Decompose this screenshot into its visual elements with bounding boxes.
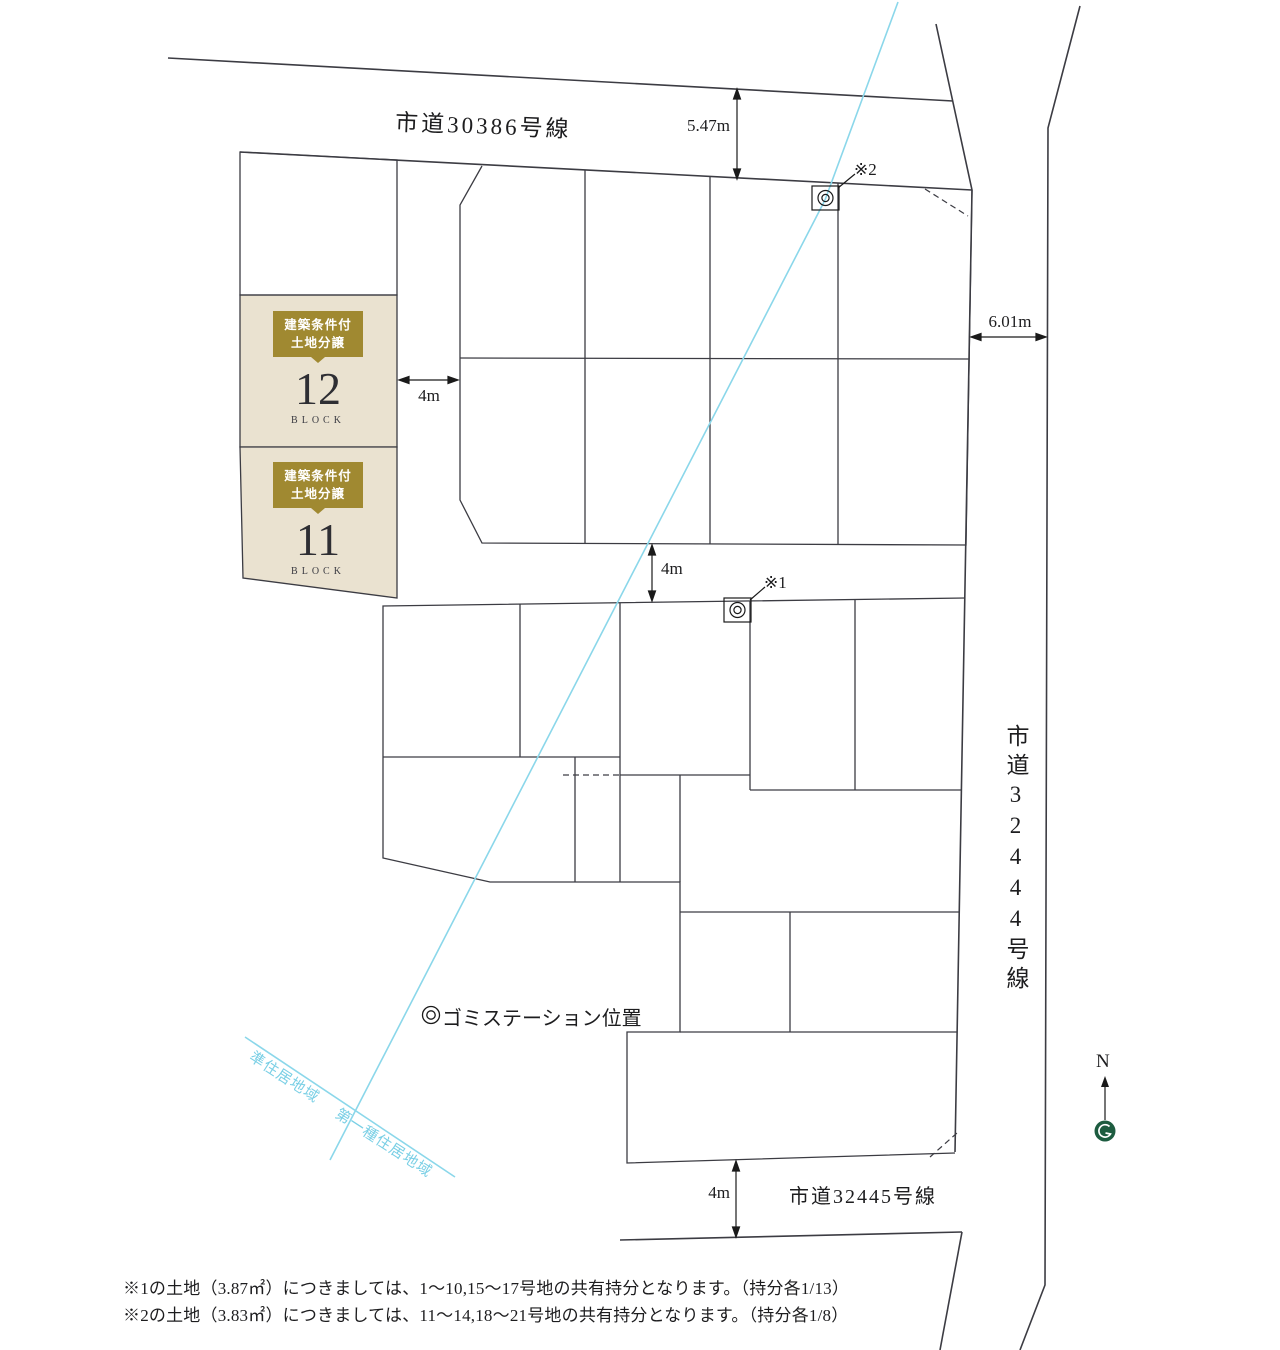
dimensions bbox=[397, 87, 1048, 1239]
zoning-boundary bbox=[244, 1, 899, 1178]
arrowhead bbox=[732, 87, 742, 100]
parcel-line bbox=[382, 597, 966, 1164]
block-12: 建築条件付 土地分譲 12 BLOCK bbox=[252, 311, 384, 426]
block-11-number: 11 bbox=[295, 514, 341, 566]
road-right-left-edge-bottom bbox=[939, 1231, 963, 1350]
station-1-leader bbox=[749, 586, 766, 601]
road-right-left-edge bbox=[935, 23, 973, 1153]
arrowhead bbox=[731, 1226, 741, 1239]
block-11: 建築条件付 土地分譲 11 BLOCK bbox=[252, 462, 384, 577]
block-12-badge-pointer bbox=[311, 357, 325, 364]
road-right-right-edge bbox=[1019, 5, 1081, 1350]
station-2-box bbox=[811, 185, 840, 211]
block-11-badge-line1: 建築条件付 bbox=[284, 469, 352, 483]
arrowhead bbox=[397, 375, 410, 385]
block-12-badge-line2: 土地分譲 bbox=[290, 336, 345, 351]
footnote-1: ※1の土地（3.87㎡）につきましては、1～10,15～17号地の共有持分となり… bbox=[123, 1279, 850, 1298]
arrowhead bbox=[647, 590, 657, 603]
road-label-top: 市道30386号線 bbox=[394, 109, 573, 143]
dimension-west-road-width: 4m bbox=[418, 386, 440, 405]
block-12-badge: 建築条件付 土地分譲 bbox=[273, 311, 363, 358]
dashed-lines bbox=[563, 188, 969, 1158]
dimension-top-road-width: 5.47m bbox=[687, 116, 730, 135]
station-2-leader bbox=[837, 173, 856, 189]
station-2-inner-circle bbox=[821, 193, 830, 203]
block-12-unit-label: BLOCK bbox=[291, 414, 345, 426]
block-11-unit-label: BLOCK bbox=[291, 565, 345, 577]
compass bbox=[1094, 1076, 1116, 1142]
garbage-station-legend-label: ゴミステーション位置 bbox=[442, 1008, 642, 1030]
parcel-line bbox=[459, 357, 970, 360]
dashed-chamfer-bottom-right bbox=[929, 1132, 958, 1158]
road-top-upper-edge bbox=[167, 57, 954, 102]
block-11-badge: 建築条件付 土地分譲 bbox=[273, 462, 363, 509]
compass-glyph bbox=[1098, 1123, 1112, 1138]
parcel-line bbox=[239, 151, 398, 296]
arrowhead bbox=[1035, 332, 1048, 342]
road-top-lower-edge bbox=[239, 151, 973, 191]
garbage-station-legend: ゴミステーション位置 bbox=[420, 1002, 642, 1031]
station-1-label: ※1 bbox=[764, 573, 787, 592]
roads bbox=[167, 5, 1081, 1350]
station-markers bbox=[723, 173, 856, 623]
footnote-2: ※2の土地（3.83㎡）につきましては、11～14,18～21号地の共有持分とな… bbox=[123, 1306, 849, 1325]
station-2-outer-circle bbox=[817, 189, 834, 207]
station-1-inner-circle bbox=[733, 605, 742, 615]
block-12-number: 12 bbox=[295, 363, 341, 415]
compass-arrowhead bbox=[1101, 1076, 1109, 1087]
compass-north-label: N bbox=[1096, 1051, 1110, 1072]
arrowhead bbox=[732, 168, 742, 181]
dimension-right-road-width: 6.01m bbox=[988, 312, 1032, 331]
dimension-bottom-road-width: 4m bbox=[708, 1183, 730, 1202]
arrowhead bbox=[731, 1159, 741, 1172]
block-11-badge-pointer bbox=[311, 508, 325, 515]
station-2-label: ※2 bbox=[854, 160, 877, 179]
garbage-station-icon bbox=[421, 1005, 441, 1025]
dimension-middle-road-width: 4m bbox=[661, 559, 683, 578]
parcel-line bbox=[459, 165, 973, 546]
block-11-badge-line2: 土地分譲 bbox=[290, 487, 345, 502]
compass-disc bbox=[1094, 1120, 1116, 1142]
zoning-line-main bbox=[329, 1, 899, 1161]
road-label-right: 市道32444号線 bbox=[1003, 724, 1028, 995]
road-bottom-lower-edge bbox=[619, 1231, 963, 1241]
dashed-chamfer-top-right bbox=[924, 188, 969, 217]
station-1-outer-circle bbox=[729, 601, 746, 619]
arrowhead bbox=[969, 332, 982, 342]
station-1-box bbox=[723, 597, 752, 623]
arrowhead bbox=[447, 375, 460, 385]
block-12-badge-line1: 建築条件付 bbox=[284, 318, 352, 332]
road-label-bottom: 市道32445号線 bbox=[789, 1186, 937, 1208]
arrowhead bbox=[647, 543, 657, 556]
zoning-line-cross bbox=[244, 1036, 456, 1178]
